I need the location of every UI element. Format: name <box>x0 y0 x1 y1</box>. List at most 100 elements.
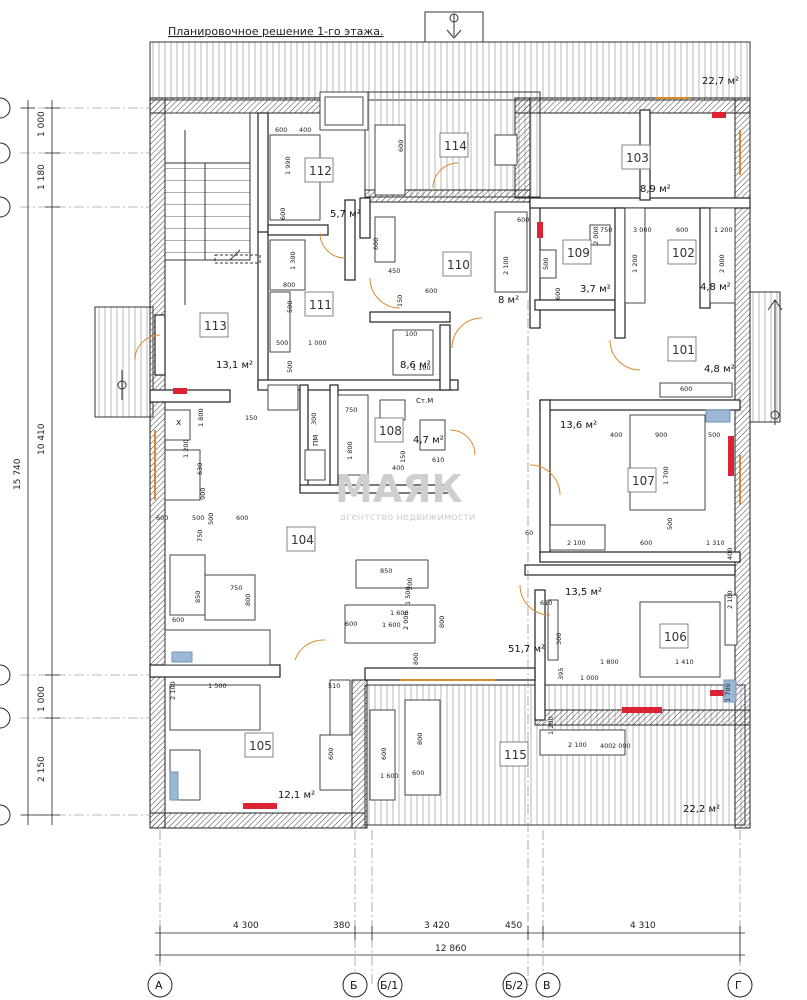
room-114-no: 114 <box>444 139 467 153</box>
room-107-no: 107 <box>632 474 655 488</box>
inner-dimension-label: 1 500 <box>208 682 227 690</box>
inner-dimension-label: 1 800 <box>197 408 205 427</box>
dims-left <box>21 100 60 825</box>
inner-dimension-label: 500 <box>286 301 294 313</box>
dim-left-0: 1 000 <box>37 111 47 137</box>
inner-dimension-label: 600 <box>380 748 388 760</box>
watermark-tagline: агентство недвижимости <box>340 512 475 523</box>
room-108-area: 4,7 м² <box>413 435 444 446</box>
room-103-area: 8,9 м² <box>640 184 671 195</box>
inner-dimension-label: 1 200 <box>714 226 733 234</box>
inner-dimension-label: 850 <box>194 591 202 603</box>
outer-walls <box>149 97 751 829</box>
inner-dimension-label: 600 <box>172 616 184 624</box>
room-102-no: 102 <box>672 246 695 260</box>
watermark-brand: МАЯК <box>335 467 463 511</box>
inner-dimension-label: 500 <box>286 361 294 373</box>
inner-dimension-label: 500 <box>666 518 674 530</box>
inner-dimension-label: 600 <box>372 238 380 250</box>
dim-left-4: 1 000 <box>37 686 47 712</box>
inner-dimension-label: 395 <box>557 668 565 680</box>
inner-dimension-label: 300 <box>310 413 318 425</box>
dim-bottom-0: 4 300 <box>233 921 259 931</box>
inner-dimension-label: 100 <box>405 330 417 338</box>
inner-dimension-label: 600 <box>279 208 287 220</box>
room-105-no: 105 <box>249 739 272 753</box>
inner-dimension-label: 1 000 <box>308 339 327 347</box>
inner-dimension-label: 1 300 <box>289 251 297 270</box>
inner-dimension-label: 800 <box>438 616 446 628</box>
inner-dimension-label: 450 <box>388 267 400 275</box>
room-105-area: 12,1 м² <box>278 790 315 801</box>
inner-dimension-label: 1 500 <box>404 586 412 605</box>
inner-dimension-label: 750 <box>230 584 242 592</box>
inner-dimension-label: 1 200 <box>182 439 190 458</box>
inner-dimension-label: 600 <box>425 287 437 295</box>
inner-dimension-label: 300 <box>555 633 563 645</box>
room-112-area: 5,7 м² <box>330 209 361 220</box>
inner-dimension-label: 1 800 <box>346 441 354 460</box>
inner-dimension-label: 150 <box>399 451 407 463</box>
inner-dimension-label: 600 <box>327 748 335 760</box>
room-106-area: 13,5 м² <box>565 587 602 598</box>
axis-label-g: Г <box>735 979 742 992</box>
room-106-no: 106 <box>664 630 687 644</box>
radiators <box>173 112 734 809</box>
inner-dimension-label: 600 <box>554 288 562 300</box>
inner-dimension-label: 2 100 <box>726 590 734 609</box>
inner-dimension-label: 600 <box>236 514 248 522</box>
room-107-area: 13,6 м² <box>560 420 597 431</box>
room-112-no: 112 <box>309 164 332 178</box>
inner-dimension-label: 2 000 <box>718 254 726 273</box>
inner-dimension-label: 1 700 <box>724 683 732 702</box>
inner-dimension-label: 800 <box>412 653 420 665</box>
inner-dimension-label: 3 000 <box>633 226 652 234</box>
axis-label-a: А <box>155 979 163 992</box>
room-110-no: 110 <box>447 258 470 272</box>
inner-dimension-label: 1 410 <box>675 658 694 666</box>
inner-dimension-label: 600 <box>412 769 424 777</box>
inner-dimension-label: 610 <box>432 456 444 464</box>
inner-dimension-label: 2 100 <box>568 741 587 749</box>
inner-dimension-label: 800 <box>283 281 295 289</box>
inner-dimension-label: 1 700 <box>662 466 670 485</box>
room-113-area: 13,1 м² <box>216 360 253 371</box>
label-x: х <box>176 418 182 428</box>
dim-bottom-1: 380 <box>333 921 350 931</box>
inner-dimension-label: 400 <box>600 742 612 750</box>
inner-dimension-label: 600 <box>156 514 168 522</box>
inner-dimension-label: 500 <box>708 431 720 439</box>
dim-bottom-2: 3 420 <box>424 921 450 931</box>
inner-dimension-label: 600 <box>517 216 529 224</box>
dim-bottom-4: 4 310 <box>630 921 656 931</box>
inner-dimension-label: 600 <box>676 226 688 234</box>
axis-label-b1: Б/1 <box>380 979 398 992</box>
inner-dimension-label: 60 <box>525 529 533 537</box>
inner-dimension-label: 2 000 <box>592 226 600 245</box>
inner-dimension-label: 510 <box>328 682 340 690</box>
inner-dimension-label: 900 <box>199 488 207 500</box>
inner-dimension-label: 200 <box>406 578 414 590</box>
room-109-no: 109 <box>567 246 590 260</box>
inner-dimension-label: 1 800 <box>600 658 619 666</box>
room-103-no: 103 <box>626 151 649 165</box>
inner-dimensions: 600 400 1 990 600 600 1 300 800 500 500 1 000 500 1… <box>156 126 734 780</box>
room-111-no: 111 <box>309 298 332 312</box>
dim-left-3: 15 740 <box>13 458 23 490</box>
inner-dimension-label: 1 990 <box>284 156 292 175</box>
inner-dimension-label: 600 <box>397 140 405 152</box>
room-102-area: 4,8 м² <box>700 282 731 293</box>
inner-dimension-label: 150 <box>245 414 257 422</box>
plan-title: Планировочное решение 1-го этажа. <box>168 25 384 38</box>
inner-dimension-label: 1 200 <box>547 716 555 735</box>
dims-bottom <box>155 926 745 962</box>
room-number-boxes <box>199 132 697 767</box>
inner-dimension-label: 600 <box>275 126 287 134</box>
inner-dimension-label: 750 <box>345 406 357 414</box>
dim-left-5: 2 150 <box>37 756 47 782</box>
inner-dimension-label: 750 <box>600 226 612 234</box>
inner-dimension-label: 800 <box>244 594 252 606</box>
inner-dimension-label: 400 <box>610 431 622 439</box>
inner-dimension-label: 900 <box>655 431 667 439</box>
